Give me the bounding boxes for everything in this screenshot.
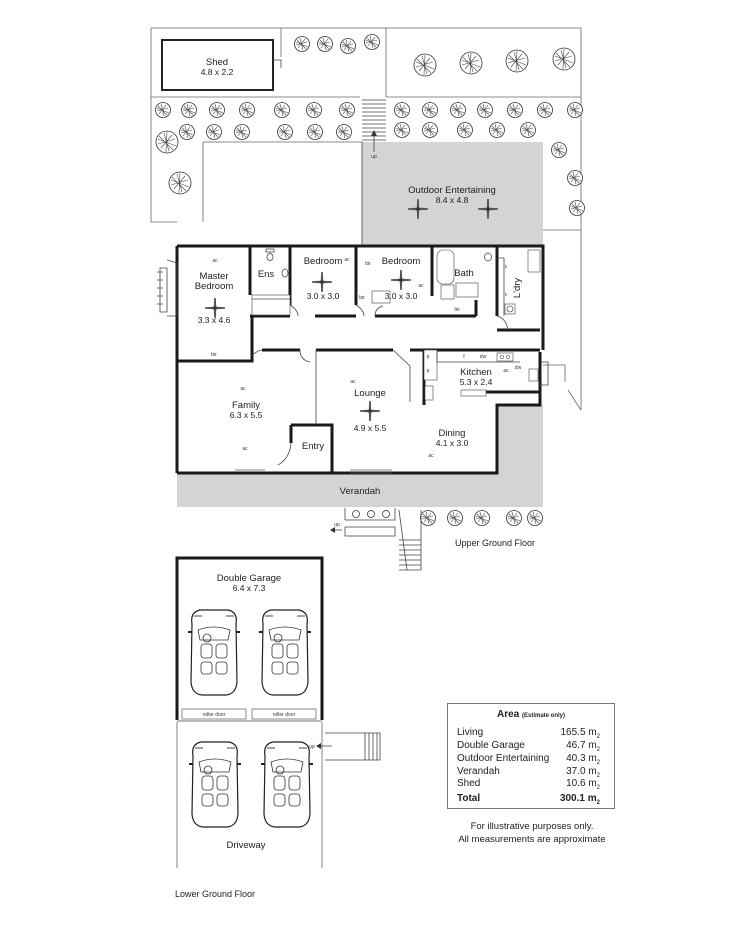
- bedroom3-label: Bedroom: [382, 256, 421, 267]
- rear-steps: up: [362, 99, 386, 160]
- svg-text:p: p: [427, 354, 430, 360]
- room-labels: Master Bedroom 3.3 x 4.6 Ens Bedroom 3.0…: [195, 256, 523, 452]
- svg-text:ac: ac: [344, 257, 350, 263]
- svg-text:roller door: roller door: [203, 712, 226, 718]
- car-icon: [258, 609, 312, 696]
- area-subtitle: (Estimate only): [522, 713, 566, 719]
- disclaimer-line-1: For illustrative purposes only.: [470, 821, 594, 832]
- bedroom2-dim: 3.0 x 3.0: [307, 291, 340, 301]
- svg-text:dw: dw: [515, 365, 522, 371]
- disclaimer: For illustrative purposes only. All meas…: [447, 820, 617, 846]
- svg-text:bir: bir: [211, 352, 217, 358]
- svg-text:roller door: roller door: [273, 712, 296, 718]
- master-label-2: Bedroom: [195, 281, 234, 292]
- bedroom2-label: Bedroom: [304, 256, 343, 267]
- family-dim: 6.3 x 5.5: [230, 410, 263, 420]
- disclaimer-line-2: All measurements are approximate: [458, 834, 606, 845]
- svg-text:f: f: [463, 354, 465, 360]
- lower-floor-label: Lower Ground Floor: [175, 889, 255, 899]
- car-icon: [187, 609, 241, 696]
- garage-dim: 6.4 x 7.3: [233, 583, 266, 593]
- lounge-dim: 4.9 x 5.5: [354, 423, 387, 433]
- svg-text:dw: dw: [480, 354, 487, 360]
- kitchen-dim: 5.3 x 2.4: [460, 377, 493, 387]
- svg-text:ac: ac: [242, 446, 248, 452]
- fixture-labels: bir bir bir lin ac ac ac ac ac ac ac ac …: [211, 257, 521, 459]
- double-garage: roller door roller door Double Garage 6.…: [175, 556, 324, 722]
- car-icon: [188, 741, 242, 828]
- ceiling-fan-icon: [391, 270, 411, 290]
- svg-text:ac: ac: [350, 379, 356, 385]
- outdoor-label: Outdoor Entertaining: [408, 185, 496, 196]
- laundry-label: L'dry: [512, 278, 523, 299]
- entry-label: Entry: [302, 441, 324, 452]
- svg-text:p: p: [427, 368, 430, 374]
- shed-label: Shed: [206, 57, 228, 68]
- upper-floor-label: Upper Ground Floor: [455, 538, 535, 548]
- lounge-label: Lounge: [354, 388, 386, 399]
- bath-label: Bath: [454, 268, 474, 279]
- shed: Shed 4.8 x 2.2: [161, 39, 282, 91]
- car-icon: [260, 741, 314, 828]
- dining-dim: 4.1 x 3.0: [436, 438, 469, 448]
- svg-text:ac: ac: [428, 453, 434, 459]
- ceiling-fan-icon: [360, 401, 380, 421]
- svg-text:bir: bir: [359, 295, 365, 301]
- dining-label: Dining: [439, 428, 466, 439]
- verandah-label: Verandah: [340, 486, 381, 497]
- fixtures: [251, 248, 541, 401]
- site-boundary: [150, 27, 582, 411]
- svg-text:c: c: [505, 292, 508, 298]
- svg-text:c: c: [505, 264, 508, 270]
- family-label: Family: [232, 400, 260, 411]
- svg-text:up: up: [309, 744, 315, 750]
- shed-dim: 4.8 x 2.2: [201, 67, 234, 77]
- driveway: Driveway up: [176, 722, 381, 868]
- outdoor-entertaining: Outdoor Entertaining 8.4 x 4.8: [361, 142, 543, 246]
- outdoor-dim: 8.4 x 4.8: [436, 195, 469, 205]
- svg-text:ac: ac: [503, 368, 509, 374]
- front-steps: up: [330, 508, 422, 571]
- area-title: Area (Estimate only): [496, 709, 566, 720]
- garage-label: Double Garage: [217, 573, 281, 584]
- svg-text:up: up: [371, 154, 377, 160]
- kitchen-label: Kitchen: [460, 367, 492, 378]
- ensuite-label: Ens: [258, 269, 275, 280]
- bedroom3-dim: 3.0 x 3.0: [385, 291, 418, 301]
- svg-text:up: up: [334, 522, 340, 528]
- verandah: Verandah: [177, 405, 543, 507]
- svg-text:lin: lin: [454, 307, 459, 313]
- svg-text:bir: bir: [365, 261, 371, 267]
- driveway-label: Driveway: [226, 840, 265, 851]
- windows-doors: [157, 259, 549, 474]
- master-label-1: Master: [199, 271, 228, 282]
- svg-text:ac: ac: [240, 386, 246, 392]
- master-dim: 3.3 x 4.6: [198, 315, 231, 325]
- svg-text:ac: ac: [418, 283, 424, 289]
- ceiling-fan-icon: [312, 272, 332, 292]
- svg-text:ac: ac: [212, 258, 218, 264]
